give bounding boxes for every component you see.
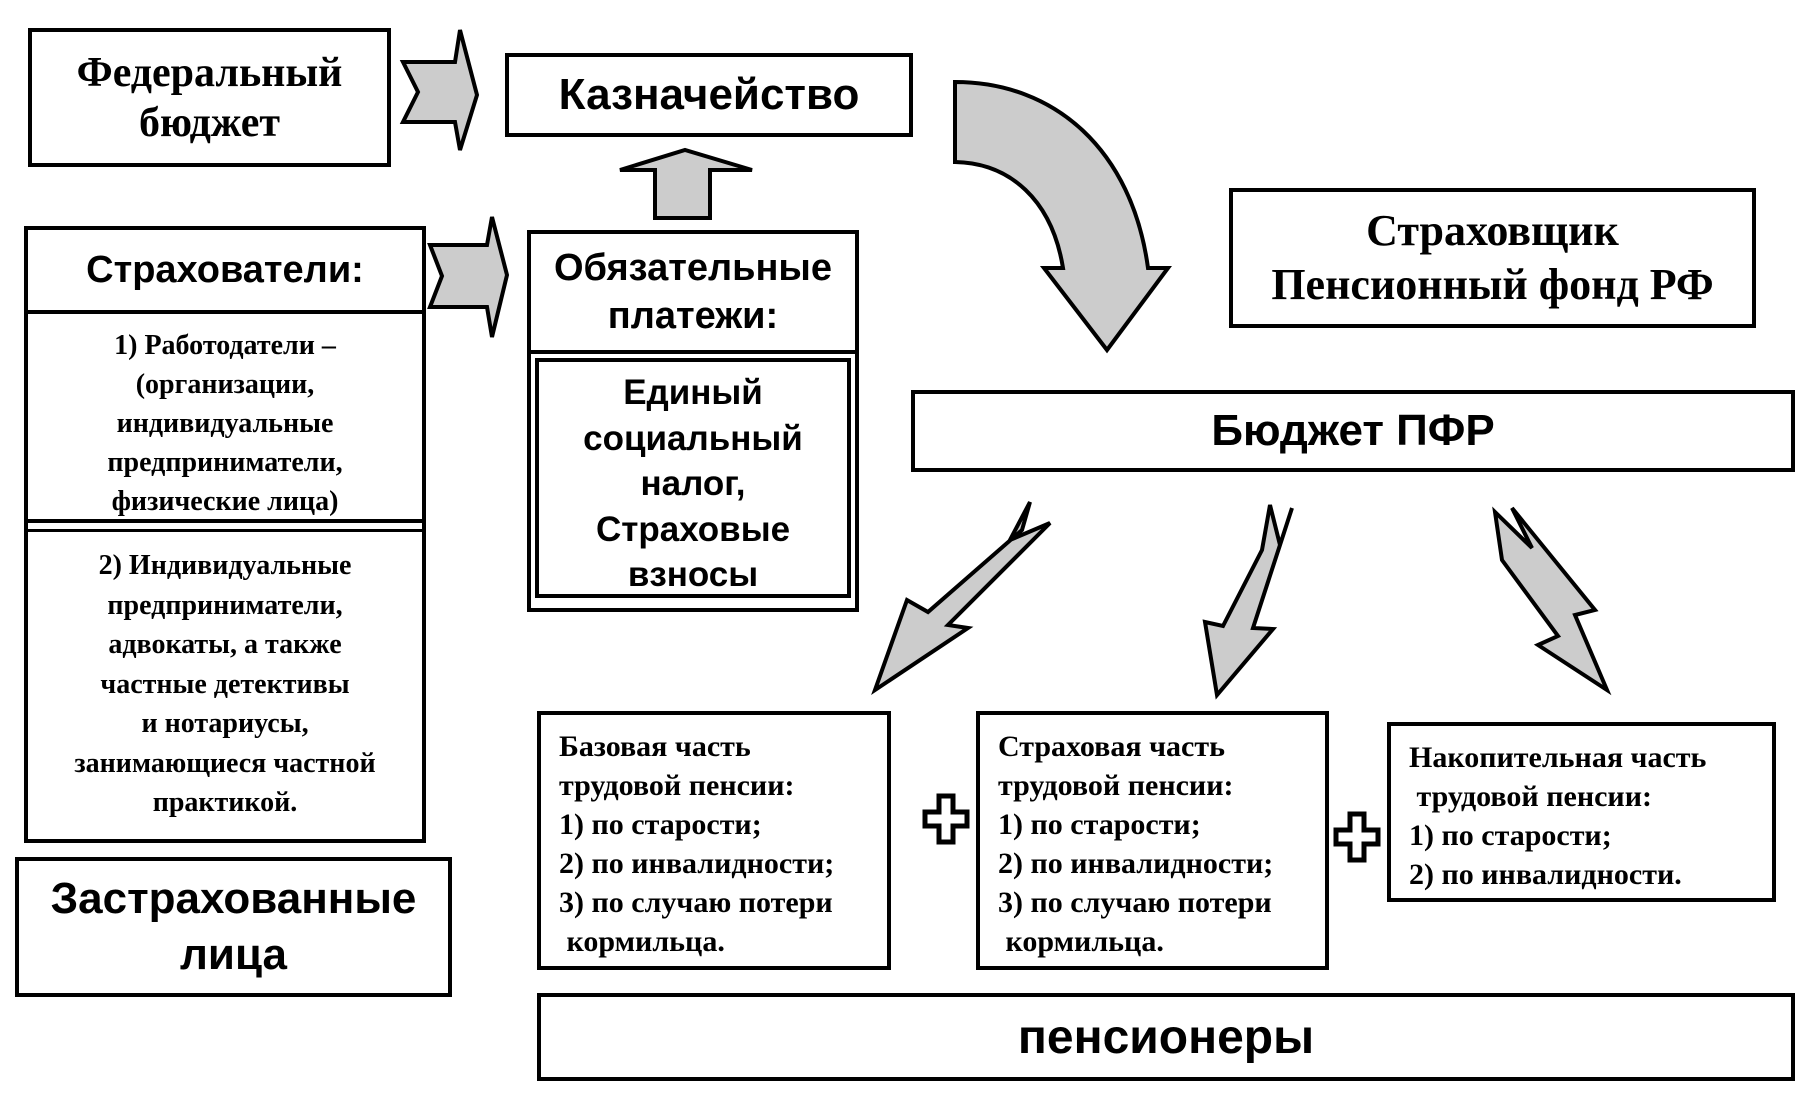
insurers-group1-line: физические лица) bbox=[111, 486, 339, 517]
curved-arrow-down-icon bbox=[953, 79, 1172, 354]
treasury-box: Казначейство bbox=[505, 53, 913, 137]
pension-part-line: 2) по инвалидности. bbox=[1409, 858, 1682, 891]
insurers-group1-line: 1) Работодатели – bbox=[114, 330, 336, 361]
pension-part-line: трудовой пенсии: bbox=[998, 769, 1234, 802]
arrow-down-right-icon bbox=[1492, 506, 1612, 696]
insurers-group2-line: адвокаты, а также bbox=[108, 629, 342, 660]
payments-body-line: социальный bbox=[583, 418, 803, 458]
insurers-group-self-employed: 2) Индивидуальные предприниматели, адвок… bbox=[28, 532, 422, 823]
insurers-group2-line: предприниматели, bbox=[107, 589, 343, 621]
federal-budget-line: бюджет bbox=[138, 99, 281, 146]
insurers-group2-line: и нотариусы, bbox=[141, 708, 309, 739]
arrow-down-icon bbox=[1202, 504, 1294, 700]
insurers-group2-line: частные детективы bbox=[100, 668, 350, 700]
pension-part-line: трудовой пенсии: bbox=[1409, 780, 1652, 813]
insurers-group1-line: предприниматели, bbox=[107, 447, 343, 478]
insurers-title: Страхователи: bbox=[28, 230, 422, 314]
pfr-budget-label: Бюджет ПФР bbox=[1211, 406, 1495, 455]
insurer-pfr-box: Страховщик Пенсионный фонд РФ bbox=[1229, 188, 1756, 328]
insurers-group1-line: индивидуальные bbox=[116, 408, 334, 439]
pension-part-line: 3) по случаю потери bbox=[998, 886, 1272, 919]
payments-title-line: Обязательные bbox=[553, 247, 832, 289]
insurers-box: Страхователи: 1) Работодатели – (организ… bbox=[24, 226, 426, 843]
payments-body-line: налог, bbox=[640, 464, 746, 503]
insured-line: лица bbox=[179, 930, 288, 979]
payments-body-line: взносы bbox=[627, 555, 759, 594]
pension-part-insurance: Страховая часть трудовой пенсии: 1) по с… bbox=[976, 711, 1329, 970]
pension-part-funded: Накопительная часть трудовой пенсии: 1) … bbox=[1387, 722, 1776, 902]
arrow-right-icon bbox=[427, 216, 510, 338]
arrow-down-left-icon bbox=[871, 501, 1052, 696]
treasury-label: Казначейство bbox=[558, 70, 860, 119]
pension-part-line: Накопительная часть bbox=[1409, 741, 1707, 774]
federal-budget-box: Федеральный бюджет bbox=[28, 28, 391, 167]
pension-part-base: Базовая часть трудовой пенсии: 1) по ста… bbox=[537, 711, 891, 970]
pension-part-line: Базовая часть bbox=[559, 730, 751, 763]
arrow-right-icon bbox=[399, 29, 480, 151]
insurer-pfr-line: Пенсионный фонд РФ bbox=[1271, 260, 1714, 309]
insurers-group-employers: 1) Работодатели – (организации, индивиду… bbox=[28, 314, 422, 523]
payments-inner-box: Единый социальный налог, Страховые взнос… bbox=[535, 358, 851, 598]
pension-part-line: 2) по инвалидности; bbox=[998, 847, 1274, 880]
insurers-group2-line: практикой. bbox=[152, 787, 298, 818]
payments-box: Обязательные платежи: Единый социальный … bbox=[527, 230, 859, 612]
insurers-group2-line: 2) Индивидуальные bbox=[98, 550, 352, 581]
pensioners-box: пенсионеры bbox=[537, 993, 1795, 1081]
pension-part-line: трудовой пенсии: bbox=[559, 769, 795, 802]
pension-part-line: 2) по инвалидности; bbox=[559, 847, 835, 880]
pension-part-line: кормильца. bbox=[559, 925, 725, 958]
pension-part-line: 1) по старости; bbox=[998, 808, 1201, 841]
insurers-group1-line: (организации, bbox=[135, 369, 315, 400]
pension-part-line: Страховая часть bbox=[998, 730, 1225, 763]
payments-body-line: Страховые bbox=[595, 509, 791, 549]
pfr-budget-box: Бюджет ПФР bbox=[911, 390, 1795, 472]
insurers-title-text: Страхователи: bbox=[86, 248, 364, 291]
pension-part-line: 3) по случаю потери bbox=[559, 886, 833, 919]
payments-body-line: Единый bbox=[623, 373, 763, 412]
insurers-divider bbox=[28, 523, 422, 532]
arrow-up-icon bbox=[619, 147, 753, 220]
pension-part-line: 1) по старости; bbox=[1409, 819, 1612, 852]
payments-title: Обязательные платежи: bbox=[531, 234, 855, 354]
plus-icon bbox=[1333, 811, 1381, 863]
insurers-group2-line: занимающиеся частной bbox=[74, 747, 376, 779]
insured-persons-box: Застрахованные лица bbox=[15, 857, 452, 997]
pensioners-label: пенсионеры bbox=[1017, 1010, 1315, 1064]
pension-part-line: 1) по старости; bbox=[559, 808, 762, 841]
plus-icon bbox=[922, 793, 970, 845]
federal-budget-line: Федеральный bbox=[76, 49, 343, 96]
insurer-pfr-line: Страховщик bbox=[1366, 206, 1619, 255]
pension-part-line: кормильца. bbox=[998, 925, 1164, 958]
insured-line: Застрахованные bbox=[50, 874, 417, 923]
payments-title-line: платежи: bbox=[607, 295, 779, 337]
